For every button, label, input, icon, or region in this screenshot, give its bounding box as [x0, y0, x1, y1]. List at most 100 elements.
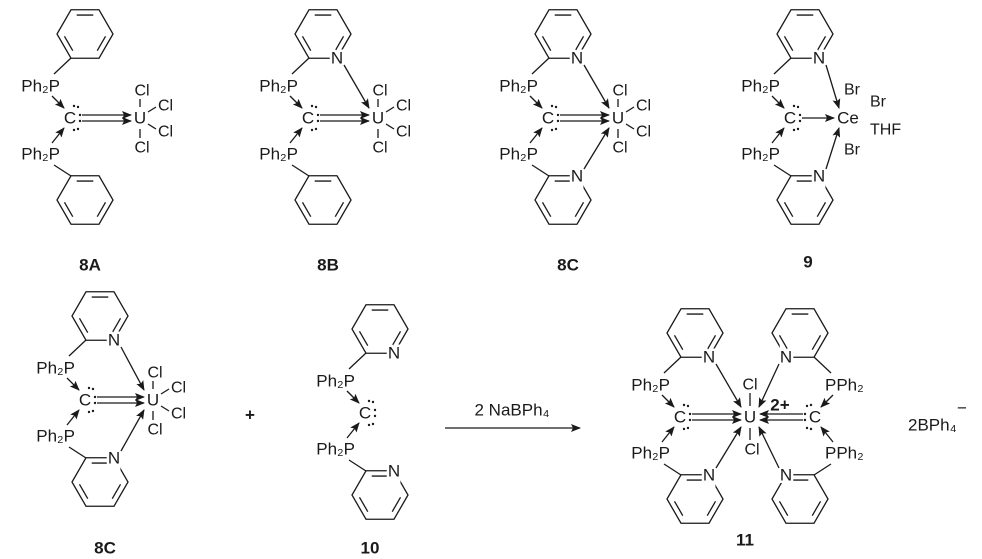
- lone-pair-dot: [688, 418, 692, 422]
- compound-label: 10: [361, 539, 380, 558]
- lone-pair-dot: [798, 119, 802, 123]
- ring-outline: [351, 470, 409, 520]
- lone-pair-dot: [367, 399, 371, 403]
- carbon-atom: C: [64, 109, 76, 128]
- p-to-c-dative-arrow: [820, 394, 834, 408]
- n-to-metal-dative-arrow: [583, 64, 610, 109]
- carbon-atom: C: [359, 404, 371, 423]
- pyridine-nitrogen: N: [780, 348, 792, 367]
- halide-upper-right: Cl: [158, 98, 173, 115]
- reagent-label: 2 NaBPh₄: [475, 401, 550, 420]
- lone-pair-dot: [556, 113, 560, 117]
- p-to-c-dative-arrow: [820, 426, 834, 443]
- halide-lower-right: Cl: [158, 124, 173, 141]
- pyridine-ring-top: [351, 304, 409, 354]
- lone-pair-dot: [87, 386, 91, 390]
- chloride-top: Cl: [742, 377, 757, 394]
- ring-double-bond: [783, 35, 794, 51]
- pyridine-nitrogen: N: [108, 331, 120, 350]
- ring-double-bond: [783, 201, 794, 217]
- phosphine-top: Ph₂P: [631, 376, 670, 395]
- ring-double-bond: [706, 334, 717, 350]
- p-ring-bond: [348, 352, 367, 370]
- lone-pair-dot: [72, 104, 76, 108]
- p-ring-bond: [348, 459, 367, 472]
- p-ring-bond: [291, 164, 310, 177]
- pyridine-ring-top: [71, 291, 129, 341]
- lone-pair-dot: [550, 104, 554, 108]
- lone-pair-dot: [803, 418, 807, 422]
- ring-double-bond: [673, 334, 684, 350]
- ring-double-bond: [574, 35, 585, 51]
- lone-pair-dot: [798, 113, 802, 117]
- phosphine-top: Ph₂P: [741, 77, 780, 96]
- p-ring-bond: [291, 57, 310, 75]
- bromide-top: Br: [844, 82, 861, 99]
- halide-top: Cl: [134, 83, 149, 100]
- lone-pair-dot: [805, 404, 809, 408]
- n-to-metal-dative-arrow: [825, 64, 841, 109]
- compound-label: 8C: [94, 539, 116, 558]
- lone-pair-dot: [316, 113, 320, 117]
- p-to-c-dative-arrow: [346, 390, 360, 404]
- ring-double-bond: [541, 201, 552, 217]
- phosphine-bottom: Ph₂P: [36, 427, 75, 446]
- lone-pair-dot: [91, 409, 95, 413]
- phenyl-ring-bottom: [294, 175, 352, 225]
- lone-pair-dot: [792, 128, 796, 132]
- chloride-bottom: Cl: [744, 442, 759, 459]
- metal-ligand-bond: [625, 106, 635, 113]
- p-ring-bond: [663, 356, 682, 374]
- compound-label: 9: [803, 253, 812, 272]
- lone-pair-dot: [76, 127, 80, 131]
- halide-top: Cl: [612, 83, 627, 100]
- ring-outline: [534, 9, 592, 59]
- metal-ligand-bond: [160, 388, 170, 395]
- ring-outline: [56, 9, 114, 59]
- p-ring-bond: [53, 164, 72, 177]
- metal-atom: U: [147, 391, 159, 410]
- lone-pair-dot: [809, 427, 813, 431]
- n-to-metal-dative-arrow: [583, 127, 610, 170]
- compound-label: 8B: [317, 256, 339, 275]
- lone-pair-dot: [316, 119, 320, 123]
- halide-bottom: Cl: [612, 140, 627, 157]
- lone-pair-dot: [314, 105, 318, 109]
- pyridine-nitrogen: N: [571, 167, 583, 186]
- pyridine-nitrogen: N: [108, 449, 120, 468]
- ring-double-bond: [816, 201, 827, 217]
- ring-outline: [534, 175, 592, 225]
- halide-upper-right: Cl: [171, 380, 186, 397]
- carbon-atom: C: [674, 408, 686, 427]
- phosphine-top: Ph₂P: [21, 77, 60, 96]
- halide-upper-right: Cl: [636, 98, 651, 115]
- p-to-c-dative-arrow: [66, 377, 80, 391]
- pyridine-ring-bottom: [71, 457, 129, 507]
- ring-double-bond: [778, 500, 789, 516]
- p-ring-bond: [68, 446, 87, 459]
- metal-ligand-bond: [147, 123, 157, 130]
- ring-double-bond: [391, 330, 402, 346]
- p-to-c-dative-arrow: [51, 95, 65, 109]
- lone-pair-dot: [805, 426, 809, 430]
- carbon-atom: C: [809, 408, 821, 427]
- lone-pair-dot: [91, 387, 95, 391]
- lone-pair-dot: [686, 404, 690, 408]
- lone-pair-dot: [87, 410, 91, 414]
- lone-pair-dot: [373, 414, 377, 418]
- lone-pair-dot: [314, 127, 318, 131]
- lone-pair-dot: [796, 127, 800, 131]
- carbon-atom: C: [79, 391, 91, 410]
- n-to-metal-dative-arrow: [120, 409, 145, 452]
- phenyl-ring-bottom: [56, 175, 114, 225]
- lone-pair-dot: [76, 105, 80, 109]
- lone-pair-dot: [78, 119, 82, 123]
- lone-pair-dot: [792, 104, 796, 108]
- ring-outline: [776, 9, 834, 59]
- ring-double-bond: [78, 317, 89, 333]
